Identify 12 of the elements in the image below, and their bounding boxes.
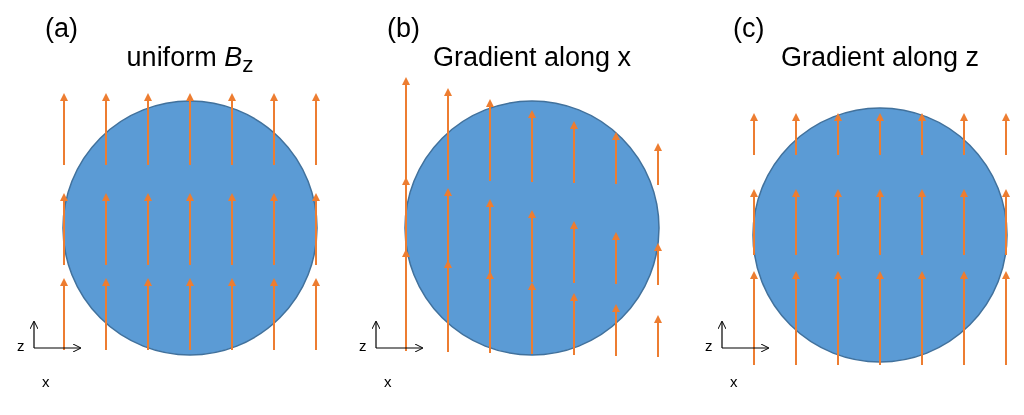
panel-label: (b): [387, 15, 420, 42]
axis-label: x: [42, 374, 50, 389]
panel-title: uniform B$_{z}$: [126, 44, 254, 77]
axis-label: z: [705, 338, 713, 353]
axis-label: x: [384, 374, 392, 389]
axis-label: x: [730, 374, 738, 389]
panel-label: (a): [45, 15, 78, 42]
panel-title: Gradient along x: [432, 44, 632, 71]
panel-label: (c): [733, 15, 765, 42]
axis-label: z: [359, 338, 367, 353]
axis-label: z: [17, 338, 25, 353]
panel-title: Gradient along z: [780, 44, 980, 71]
